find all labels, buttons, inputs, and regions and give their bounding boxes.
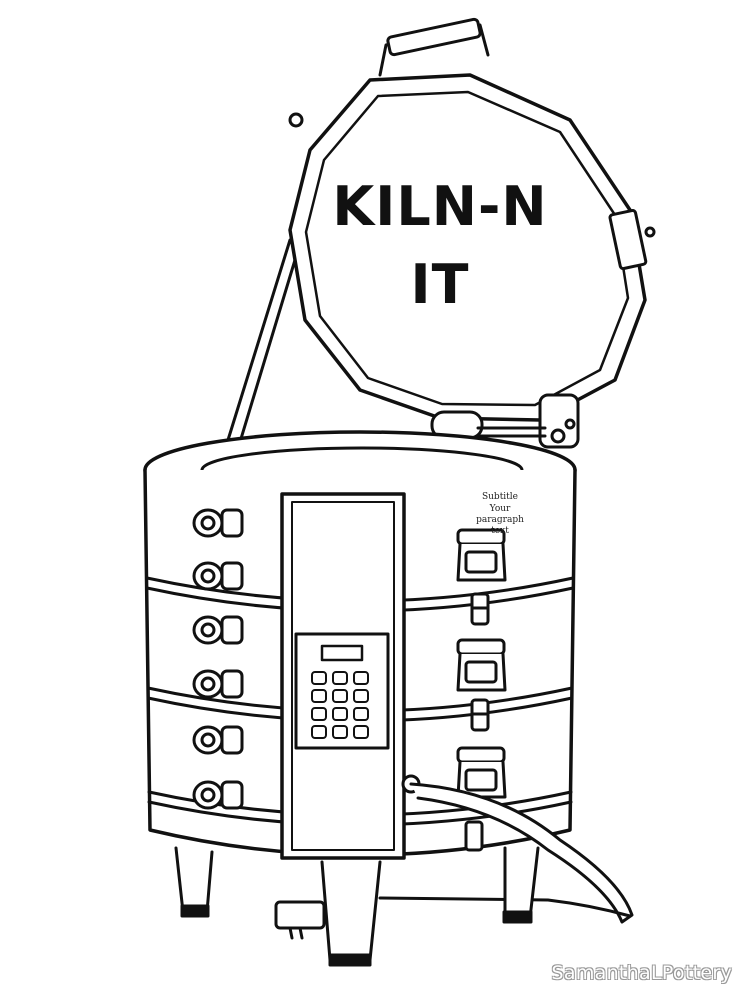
- keypad-button: [311, 689, 327, 703]
- keypad-button: [332, 689, 348, 703]
- lid-title-line-1: KILN-N: [332, 175, 548, 238]
- keypad: [311, 671, 369, 739]
- keypad-button: [311, 725, 327, 739]
- power-cord: [274, 774, 634, 940]
- kiln-legs: [174, 846, 540, 967]
- keypad-button: [332, 725, 348, 739]
- subtitle-placeholder: Subtitle: [481, 492, 519, 502]
- keypad-button: [332, 671, 348, 685]
- keypad-button: [332, 707, 348, 721]
- keypad-button: [353, 725, 369, 739]
- keypad-button: [311, 707, 327, 721]
- artist-watermark: SamanthaLPottery: [551, 962, 732, 984]
- lid-title-line-2: IT: [410, 253, 470, 316]
- keypad-button: [353, 707, 369, 721]
- keypad-button: [353, 689, 369, 703]
- element-terminals: [192, 508, 244, 810]
- paragraph-placeholder: Your paragraph text: [476, 504, 524, 536]
- section-handles: [456, 528, 507, 852]
- keypad-button: [353, 671, 369, 685]
- keypad-button: [311, 671, 327, 685]
- lid-prop-arm: [226, 112, 304, 444]
- kiln-lid: [288, 17, 656, 449]
